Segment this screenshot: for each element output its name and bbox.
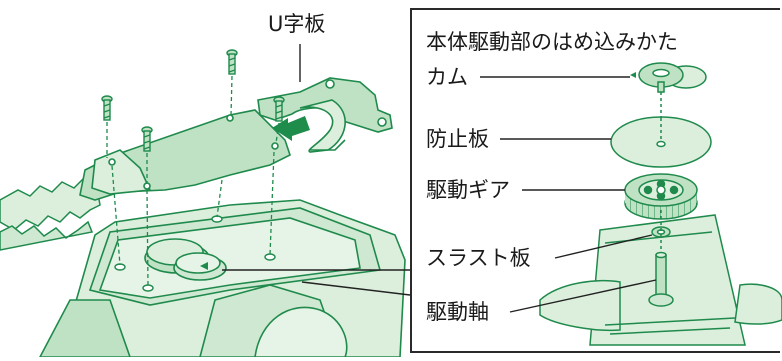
blade bbox=[0, 177, 101, 251]
drive-shaft bbox=[648, 92, 674, 307]
label-drive-shaft: 駆動軸 bbox=[426, 300, 489, 324]
screw-4 bbox=[273, 96, 285, 122]
screw-3 bbox=[226, 49, 238, 75]
insert-arrow bbox=[272, 116, 310, 141]
thrust-washer bbox=[651, 226, 671, 238]
part-leaders bbox=[480, 76, 657, 313]
shaft-connector bbox=[301, 281, 411, 296]
installation-panel bbox=[410, 8, 780, 353]
screw-1 bbox=[101, 95, 113, 121]
housing bbox=[38, 199, 406, 358]
housing-screw-holes bbox=[114, 215, 276, 292]
base-plate bbox=[539, 214, 782, 346]
cam-part bbox=[630, 62, 707, 93]
label-cam: カム bbox=[426, 65, 468, 89]
panel-title: 本体駆動部のはめ込みかた bbox=[426, 30, 678, 54]
guide-lines bbox=[106, 75, 280, 287]
label-thrust-plate: スラスト板 bbox=[426, 246, 531, 270]
screw-2 bbox=[141, 126, 153, 152]
drive-gear-part bbox=[624, 173, 698, 220]
cover-plate bbox=[79, 109, 291, 201]
u-plate bbox=[257, 77, 393, 153]
housing-cam bbox=[144, 238, 227, 281]
label-drive-gear: 駆動ギア bbox=[426, 178, 510, 202]
label-stopper-plate: 防止板 bbox=[426, 127, 489, 151]
screws bbox=[101, 49, 285, 152]
u-plate-label: U字板 bbox=[268, 12, 326, 36]
